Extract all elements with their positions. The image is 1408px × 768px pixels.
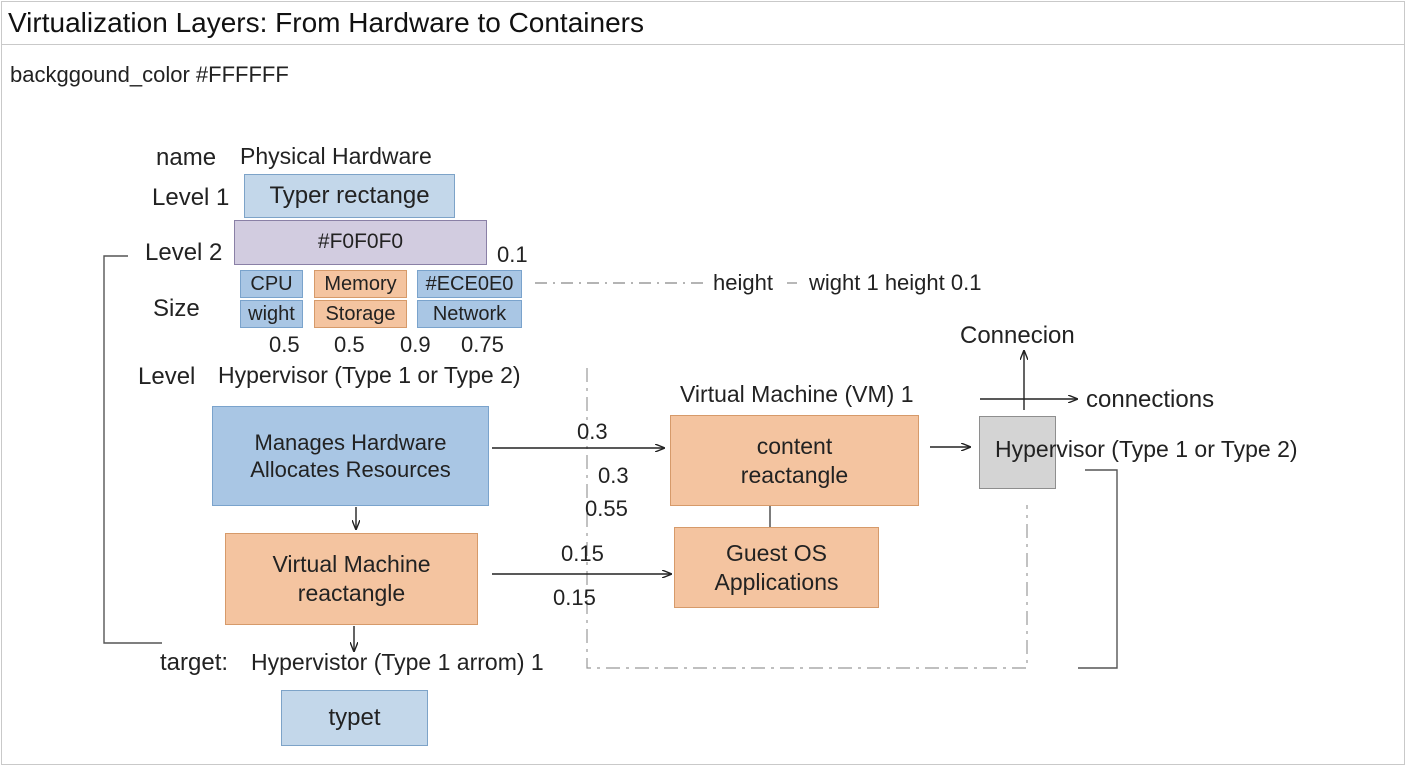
level-value: Hypervisor (Type 1 or Type 2) <box>218 362 521 388</box>
content-rectangle-box: content reactangle <box>670 415 919 506</box>
connecion-label: Connecion <box>960 322 1075 349</box>
guest-line-2: Applications <box>714 568 839 595</box>
level1-label: Level 1 <box>152 184 230 211</box>
level2-label: Level 2 <box>145 239 223 266</box>
content-line-2: reactangle <box>740 461 849 488</box>
edge-value-a: 0.3 <box>577 419 608 444</box>
virtual-machine-box: Virtual Machine reactangle <box>225 533 478 625</box>
ece0e0-box: #ECE0E0 <box>417 270 522 298</box>
target-label: target: <box>160 649 229 676</box>
edge-value-d: 0.15 <box>561 541 604 566</box>
left-bracket <box>103 255 162 644</box>
size-value-3: 0.9 <box>400 332 431 357</box>
dashed-region <box>586 368 1028 669</box>
connections-label: connections <box>1086 386 1215 413</box>
typer-rectangle-box: Typer rectange <box>244 174 455 218</box>
hypervisor-gray-box <box>979 416 1056 489</box>
title-bar: Virtualization Layers: From Hardware to … <box>1 1 1405 45</box>
wight-box: wight <box>240 300 303 328</box>
right-bracket <box>1078 469 1118 669</box>
size-value-4: 0.75 <box>461 332 504 357</box>
storage-box: Storage <box>314 300 407 328</box>
guest-os-box: Guest OS Applications <box>674 527 879 608</box>
network-box: Network <box>417 300 522 328</box>
page-title: Virtualization Layers: From Hardware to … <box>8 7 644 38</box>
value-0-1: 0.1 <box>497 242 528 267</box>
target-value: Hypervistor (Type 1 arrom) 1 <box>251 649 544 675</box>
vm-line-2: reactangle <box>297 580 406 606</box>
vm-title: Virtual Machine (VM) 1 <box>680 381 914 407</box>
vm-line-1: Virtual Machine <box>272 551 431 578</box>
size-label: Size <box>153 295 200 322</box>
cpu-box: CPU <box>240 270 303 298</box>
content-line-1: content <box>756 432 833 459</box>
manages-hardware-box: Manages Hardware Allocates Resources <box>212 406 489 506</box>
level-label: Level <box>138 363 196 390</box>
size-value-2: 0.5 <box>334 332 365 357</box>
name-label: name <box>156 144 217 171</box>
manages-line-2: Allocates Resources <box>250 457 451 482</box>
edge-value-b: 0.3 <box>598 463 629 488</box>
memory-box: Memory <box>314 270 407 298</box>
level2-box: #F0F0F0 <box>234 220 487 265</box>
height-label: height <box>713 270 773 295</box>
wight-height-label: wight 1 height 0.1 <box>809 270 982 295</box>
guest-line-1: Guest OS <box>726 539 827 566</box>
edge-value-e: 0.15 <box>553 585 596 610</box>
name-value: Physical Hardware <box>240 143 432 169</box>
size-value-1: 0.5 <box>269 332 300 357</box>
edge-value-c: 0.55 <box>585 496 628 521</box>
manages-line-1: Manages Hardware <box>254 429 447 455</box>
hypervisor-right-label: Hypervisor (Type 1 or Type 2) <box>995 436 1298 462</box>
typet-box: typet <box>281 690 428 746</box>
background-color-note: backggound_color #FFFFFF <box>10 62 289 87</box>
